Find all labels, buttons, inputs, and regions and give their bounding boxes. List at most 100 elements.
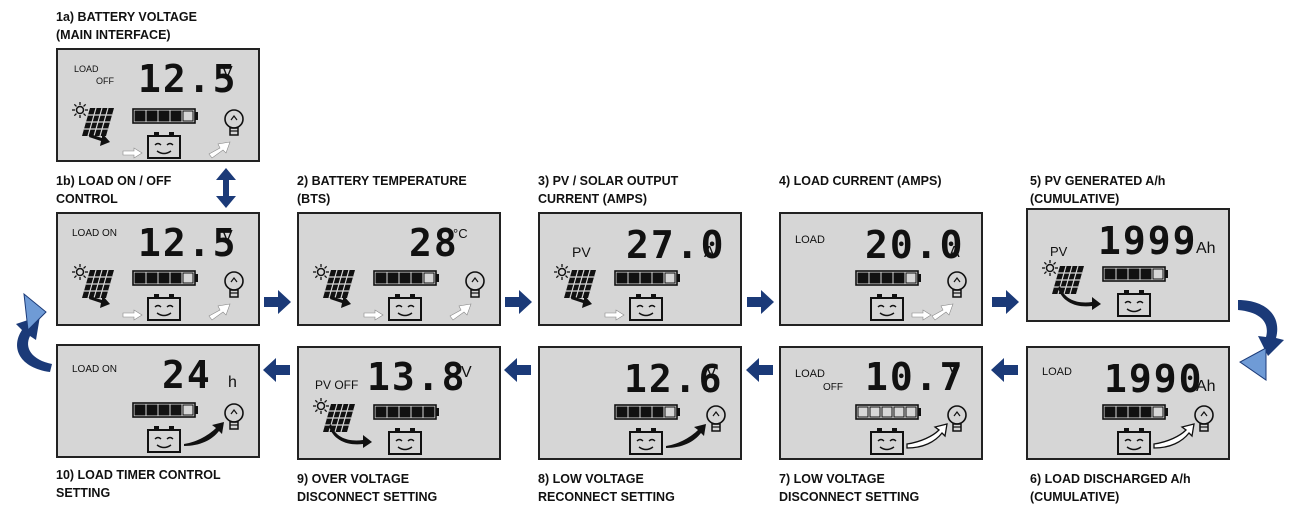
voltage-readout: 12.6 (624, 357, 724, 401)
battery-level-icon (855, 404, 921, 420)
pv-off-label: PV OFF (315, 378, 359, 392)
light-bulb-icon (224, 109, 244, 136)
flow-arrow-icon (89, 295, 110, 308)
flow-arrow-icon (1058, 286, 1101, 310)
battery-level-icon (132, 402, 198, 418)
battery-level-icon (1102, 404, 1168, 420)
flow-arrow-icon (911, 309, 932, 321)
hours-unit: h (228, 374, 237, 391)
load-label: LOAD (795, 234, 825, 246)
lcd-panel-load-current: LOAD 20.0 A (779, 212, 983, 326)
light-bulb-icon (947, 271, 967, 298)
light-bulb-icon (706, 405, 726, 432)
lcd-panel-battery-temperature: 28 °C (297, 212, 501, 326)
flow-arrow-icon (122, 309, 143, 321)
caption-battery-voltage: 1a) BATTERY VOLTAGE(MAIN INTERFACE) (56, 10, 197, 42)
solar-panel-icon (554, 264, 596, 299)
battery-icon (1117, 290, 1151, 317)
arrow-right-icon (264, 290, 291, 314)
arrow-left-icon (746, 358, 773, 382)
battery-icon (870, 428, 904, 455)
voltage-readout: 10.7 (865, 355, 965, 399)
caption-load-discharged: 6) LOAD DISCHARGED A/h(CUMULATIVE) (1030, 472, 1191, 504)
lcd-panel-low-voltage-disconnect: LOAD OFF 10.7 V (779, 346, 983, 460)
battery-icon (1117, 428, 1151, 455)
battery-icon (147, 294, 181, 321)
double-arrow-icon (216, 168, 236, 208)
curved-return-arrow-icon (16, 292, 52, 372)
amp-hours-readout: 1999 (1098, 219, 1198, 263)
curved-loop-arrow-icon (1238, 300, 1284, 381)
volt-unit: V (949, 364, 960, 381)
flow-arrow-icon (666, 424, 706, 448)
battery-level-icon (614, 270, 680, 286)
battery-icon (388, 294, 422, 321)
light-bulb-icon (947, 405, 967, 432)
caption-battery-temperature: 2) BATTERY TEMPERATURE(BTS) (297, 174, 467, 206)
amp-unit: A (949, 244, 960, 261)
voltage-readout: 12.5 (138, 221, 238, 265)
flow-arrow-icon (1153, 423, 1195, 449)
flow-arrow-icon (122, 147, 143, 159)
arrow-right-icon (992, 290, 1019, 314)
flow-arrow-icon (184, 422, 224, 446)
light-bulb-icon (224, 403, 244, 430)
temperature-readout: 28 (409, 221, 459, 265)
battery-icon (629, 294, 663, 321)
amp-hours-readout: 1990 (1104, 357, 1204, 401)
flow-arrow-icon (449, 303, 472, 321)
caption-load-current: 4) LOAD CURRENT (AMPS) (779, 174, 942, 188)
flow-arrow-icon (604, 309, 625, 321)
light-bulb-icon (224, 271, 244, 298)
battery-level-icon (132, 108, 198, 124)
volt-unit: V (222, 228, 233, 245)
flow-arrow-icon (329, 424, 372, 448)
battery-level-icon (373, 404, 439, 420)
load-label: LOAD (74, 64, 99, 74)
flow-arrow-icon (906, 423, 948, 449)
battery-icon (147, 426, 181, 453)
volt-unit: V (461, 364, 472, 381)
solar-panel-icon (313, 264, 355, 299)
lcd-panel-pv-current: PV 27.0 A (538, 212, 742, 326)
flow-arrow-icon (208, 141, 231, 159)
celsius-unit: °C (453, 226, 468, 241)
volt-unit: V (222, 64, 233, 81)
battery-level-icon (855, 270, 921, 286)
arrow-right-icon (747, 290, 774, 314)
voltage-readout: 13.8 (367, 355, 467, 399)
load-on-label: LOAD ON (72, 364, 118, 375)
battery-level-icon (1102, 266, 1168, 282)
amp-unit: A (704, 244, 715, 261)
light-bulb-icon (1194, 405, 1214, 432)
amp-hours-unit: Ah (1196, 378, 1216, 395)
battery-icon (388, 428, 422, 455)
flow-arrow-icon (571, 295, 592, 308)
volt-unit: V (706, 364, 717, 381)
lcd-panel-load-discharged: LOAD 1990 Ah (1026, 346, 1230, 460)
lcd-panel-load-on-off: LOAD ON 12.5 V (56, 212, 260, 326)
lcd-panel-pv-generated: PV 1999 Ah (1026, 208, 1230, 322)
arrow-left-icon (504, 358, 531, 382)
flow-arrow-icon (363, 309, 384, 321)
flow-arrow-icon (208, 303, 231, 321)
current-readout: 27.0 (626, 223, 726, 267)
voltage-readout: 12.5 (138, 57, 238, 101)
battery-level-icon (373, 270, 439, 286)
lcd-panel-battery-voltage: LOAD OFF 12.5 V (56, 48, 260, 162)
arrow-left-icon (263, 358, 290, 382)
off-label: OFF (823, 382, 843, 393)
off-label: OFF (96, 76, 114, 86)
flow-arrow-icon (89, 133, 110, 146)
battery-level-icon (132, 270, 198, 286)
solar-panel-icon (72, 102, 114, 137)
battery-icon (147, 132, 181, 159)
pv-label: PV (1050, 244, 1068, 259)
solar-panel-icon (72, 264, 114, 299)
